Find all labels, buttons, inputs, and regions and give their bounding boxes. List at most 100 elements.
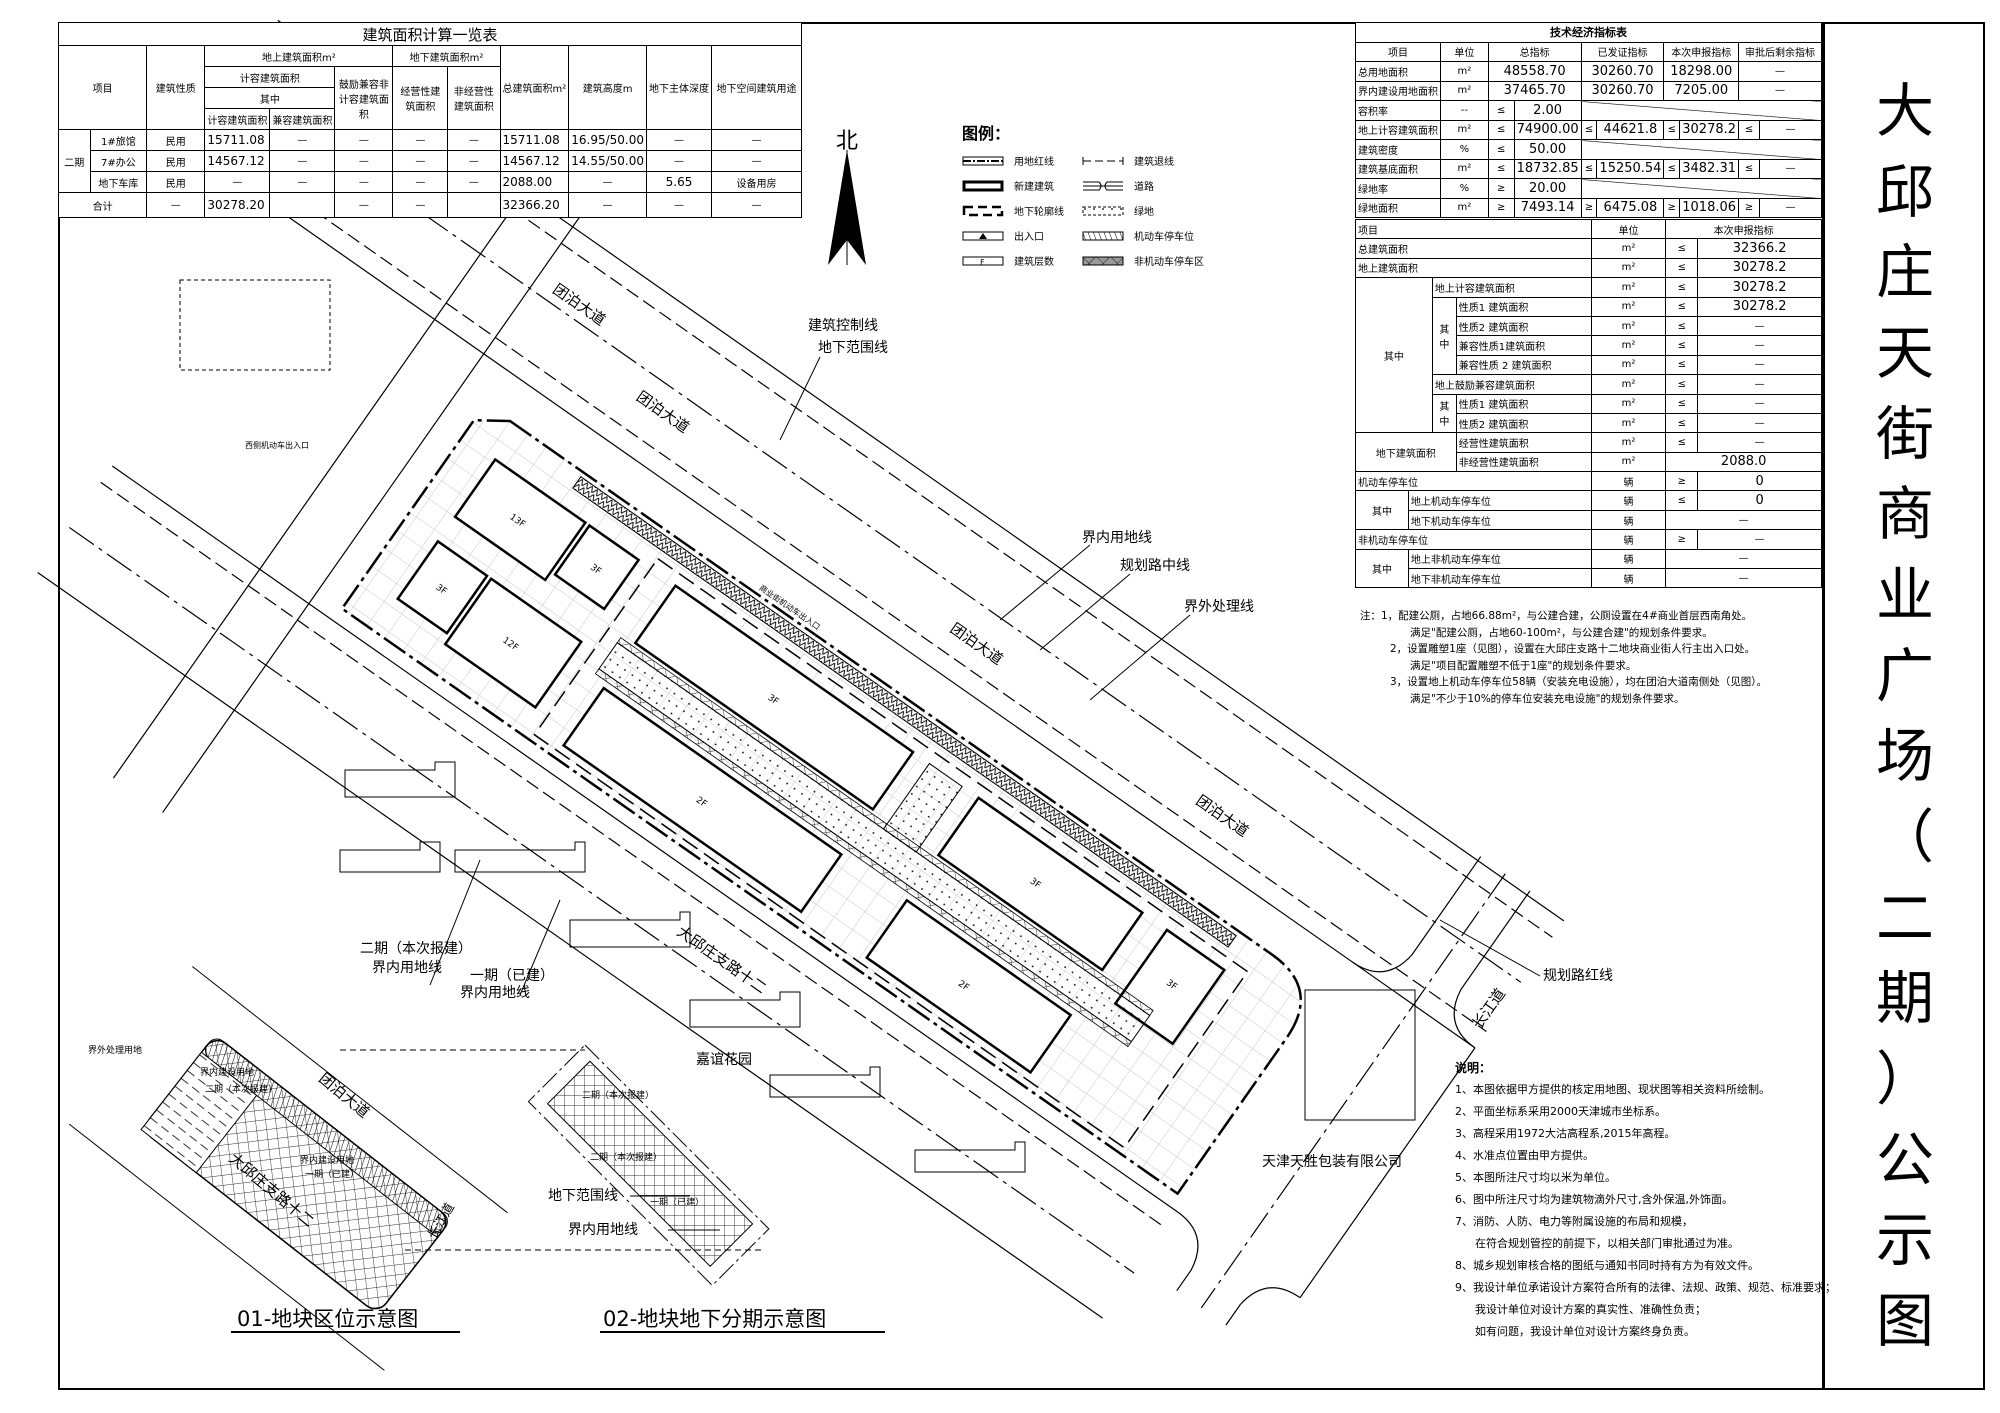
table-row: 容积率 -- ≤ 2.00 <box>1355 100 1823 121</box>
table-row: 兼容性质1建筑面积 m² ≤ — <box>1356 335 1822 356</box>
explanation-item: 我设计单位对设计方案的真实性、准确性负责； <box>1475 1303 1706 1316</box>
legend-item: 新建建筑 <box>962 177 1082 194</box>
cell: ≤ <box>1665 374 1699 395</box>
cell: — <box>1697 432 1822 453</box>
label-inner-line: 界内用地线 <box>1082 530 1152 546</box>
col-header: 计容建筑面积 <box>204 66 336 88</box>
cell: — <box>392 192 449 218</box>
title-char: 大 <box>1875 77 1934 145</box>
phase-cell: 二期 <box>58 129 91 193</box>
explanation-item: 在符合规划管控的前提下，以相关部门审批通过为准。 <box>1475 1237 1739 1250</box>
cell: 界内建设用地面积 <box>1355 80 1441 101</box>
title-char: 商 <box>1875 480 1934 549</box>
inset2-site <box>527 1044 770 1287</box>
north-label: 北 <box>836 129 858 154</box>
cell: — <box>269 129 336 151</box>
declared-indicators-table: 项目 单位 本次申报指标 总建筑面积 m² ≤ 32366.2 地上建筑面积 m… <box>1355 218 1822 589</box>
road-changjiang <box>1176 856 1531 1326</box>
explanation-item: 6、图中所注尺寸均为建筑物滴外尺寸,含外保温,外饰面。 <box>1455 1193 1733 1206</box>
table-row: 地上建筑面积 m² ≤ 30278.2 <box>1355 257 1822 279</box>
cell: — <box>392 171 449 193</box>
drawing-title: 大 邱 庄 天 街 商 业 广 场 （ 二 期 ） 公 示 图 <box>1822 22 1985 1390</box>
col-header: 项目 <box>57 45 148 130</box>
label-company: 天津天胜包装有限公司 <box>1262 1154 1402 1170</box>
col-header: 项目 <box>1355 218 1592 240</box>
cell: 兼容性质 2 建筑面积 <box>1455 354 1592 376</box>
label-outer-line: 界外处理线 <box>1184 599 1254 615</box>
cell <box>447 192 501 218</box>
cell: 地上计容建筑面积 <box>1355 119 1441 140</box>
col-header: 计容建筑面积 <box>204 108 271 130</box>
note-line: 满足"不少于10%的停车位安装充电设施"的规划条件要求。 <box>1410 692 1685 705</box>
table-row: 建筑密度 % ≤ 50.00 <box>1355 139 1823 160</box>
cell: — <box>568 171 647 193</box>
cell <box>269 192 336 218</box>
cell: — <box>1697 354 1822 376</box>
explanation-item: 5、本图所注尺寸均以米为单位。 <box>1455 1171 1616 1184</box>
cell: 绿地面积 <box>1355 197 1441 218</box>
table-row: 地下机动车停车位 辆 — <box>1356 509 1822 531</box>
label-underground-line: 地下范围线 <box>818 339 888 356</box>
cell: ≤ <box>1665 238 1699 259</box>
col-header: 单位 <box>1440 41 1489 62</box>
legend-label: 非机动车停车区 <box>1134 257 1204 268</box>
explanation-title: 说明： <box>1455 1061 1492 1075</box>
site-plan: 13F 12F 3F 3F 3F 3F 2F 2F 3F 商业街机动车出入口 团… <box>37 19 1565 1326</box>
cell: ≤ <box>1738 119 1761 140</box>
cell: ≤ <box>1487 100 1515 121</box>
cell: — <box>1665 568 1822 589</box>
road-icon <box>1083 181 1123 190</box>
cell: 机动车停车位 <box>1355 471 1592 492</box>
cell: ≤ <box>1665 257 1699 279</box>
inset1-label: 二期（本次报建） <box>205 1083 277 1095</box>
cell: 32366.2 <box>1697 238 1822 259</box>
legend-item: 地下轮廓线 <box>962 202 1082 219</box>
cell: 0 <box>1697 471 1822 492</box>
inset2-label: 地下范围线 <box>548 1187 618 1204</box>
cell: 辆 <box>1590 548 1667 570</box>
cell: ≤ <box>1665 432 1699 453</box>
cell: 14567.12 <box>499 150 570 172</box>
title-char: 天 <box>1875 318 1934 387</box>
cell: m² <box>1590 335 1667 356</box>
title-char: 广 <box>1875 641 1934 710</box>
title-char: 图 <box>1875 1286 1934 1355</box>
leader-lines <box>429 356 1541 996</box>
cell: m² <box>1590 354 1667 376</box>
cell: ≥ <box>1665 471 1699 492</box>
cell: 民用 <box>146 150 206 172</box>
cell: 15250.54 <box>1596 158 1665 179</box>
cell: % <box>1440 178 1489 199</box>
cell: — <box>146 192 206 218</box>
inset1-label: 界外处理用地 <box>88 1044 142 1056</box>
cell: ≥ <box>1663 197 1681 218</box>
explanation-item: 1、本图依据甲方提供的核定用地图、现状图等相关资料所绘制。 <box>1455 1083 1770 1096</box>
cell: ≤ <box>1665 277 1699 298</box>
cell: ≤ <box>1487 158 1515 179</box>
label-garden: 嘉谊花园 <box>696 1052 752 1068</box>
cell: 6475.08 <box>1596 197 1665 218</box>
cell: 2.00 <box>1513 100 1582 121</box>
col-header: 地上建筑面积m² <box>204 45 394 67</box>
cell: — <box>711 192 802 218</box>
cell: 合计 <box>57 192 148 218</box>
cell: 2088.0 <box>1665 451 1822 473</box>
cell: — <box>1738 80 1822 101</box>
cell: 18732.85 <box>1513 158 1582 179</box>
cell: 32366.20 <box>499 192 570 218</box>
cell: — <box>1738 61 1822 82</box>
building-5-commercial <box>561 686 844 914</box>
cell: m² <box>1590 393 1667 414</box>
cell: 性质1 建筑面积 <box>1455 296 1592 317</box>
cell: 30260.70 <box>1580 61 1665 82</box>
cell: 7493.14 <box>1513 197 1582 218</box>
cell: — <box>392 129 449 151</box>
cell: m² <box>1590 412 1667 434</box>
cell: — <box>1759 197 1822 218</box>
cell: ≤ <box>1580 119 1598 140</box>
cell: 30260.70 <box>1580 80 1665 101</box>
cell: 其中 <box>1355 277 1433 434</box>
title-char: 业 <box>1875 560 1934 629</box>
legend: 图例： 用地红线 建筑退线 新建建筑 道路 地下轮廓线 绿地 出入口 机动车停车… <box>962 120 1212 269</box>
note-line: 2，设置雕塑1座（见图），设置在大邱庄支路十二地块商业街人行主出入口处。 <box>1390 643 1756 655</box>
